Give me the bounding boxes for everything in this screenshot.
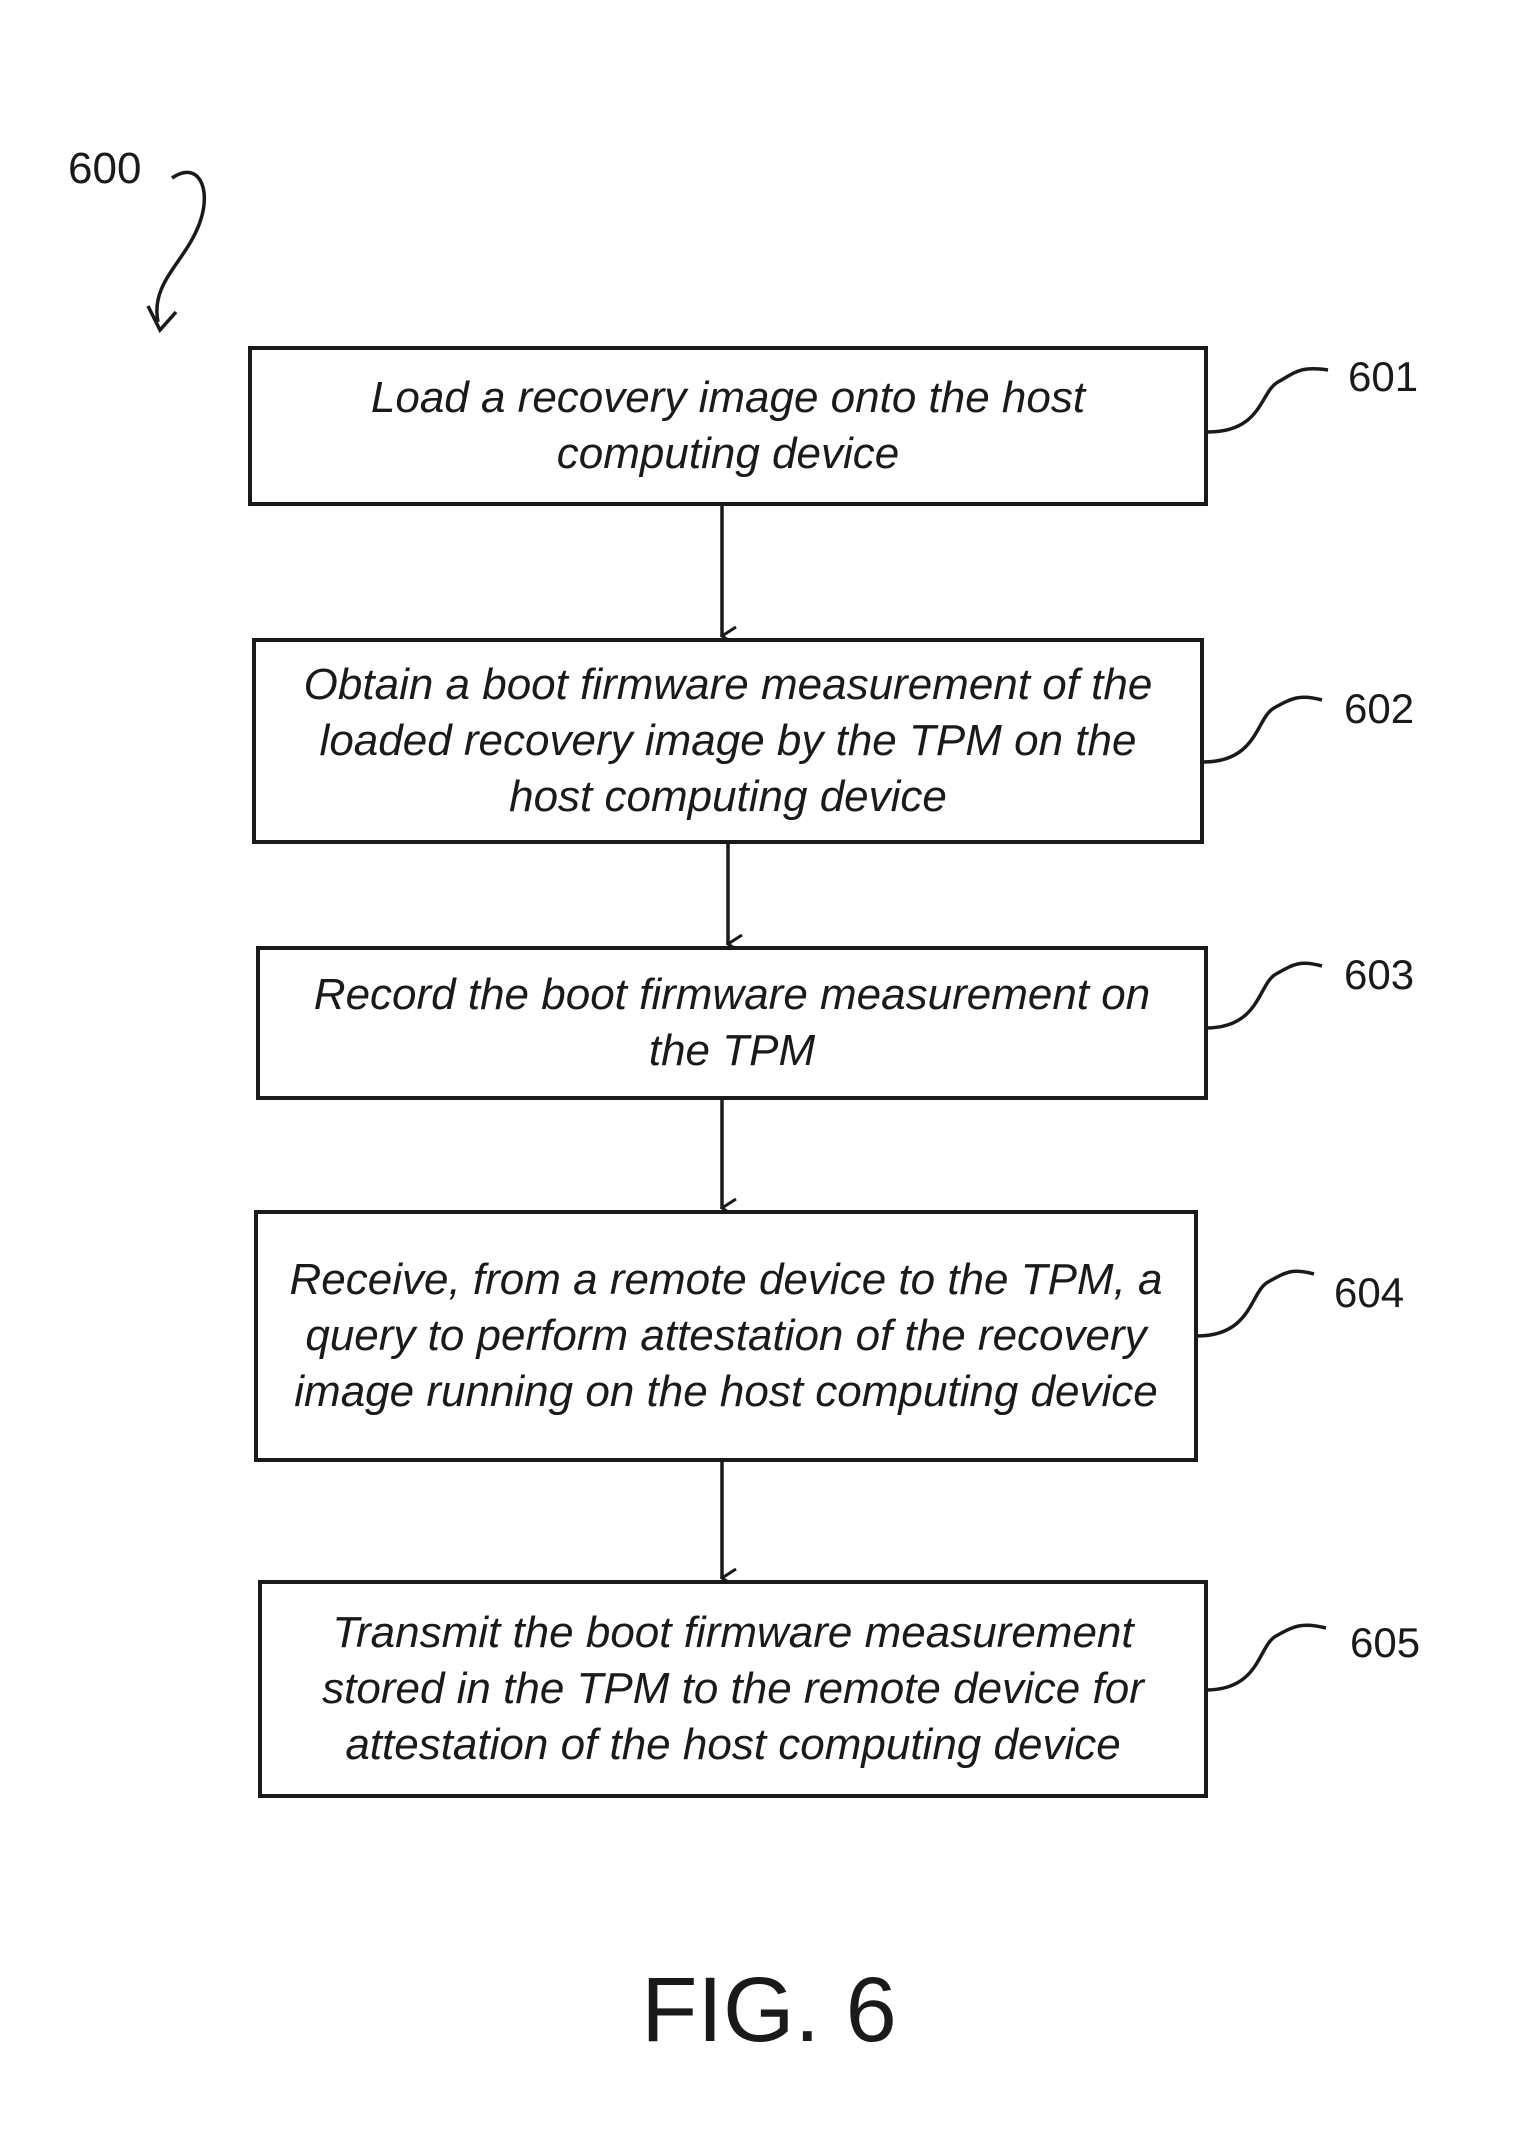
ref-label-603: 603 bbox=[1344, 952, 1414, 998]
step-text-603: Record the boot firmware measurement on … bbox=[288, 967, 1176, 1079]
leader-605 bbox=[1206, 1625, 1326, 1690]
leader-602 bbox=[1203, 697, 1322, 762]
leader-601 bbox=[1208, 369, 1328, 432]
figure-title: FIG. 6 bbox=[0, 1960, 1538, 2060]
step-box-605: Transmit the boot firmware measurement s… bbox=[258, 1580, 1208, 1798]
step-text-602: Obtain a boot firmware measurement of th… bbox=[284, 657, 1172, 825]
ref-label-604: 604 bbox=[1334, 1270, 1404, 1316]
ref-label-601: 601 bbox=[1348, 354, 1418, 400]
ref-label-602: 602 bbox=[1344, 686, 1414, 732]
step-box-604: Receive, from a remote device to the TPM… bbox=[254, 1210, 1198, 1462]
figure-number: 600 bbox=[68, 146, 141, 192]
leader-604 bbox=[1197, 1271, 1314, 1336]
step-box-601: Load a recovery image onto the host comp… bbox=[248, 346, 1208, 506]
figure-pointer-arrow bbox=[157, 172, 204, 322]
figure-pointer-arrowhead bbox=[148, 306, 176, 330]
ref-label-605: 605 bbox=[1350, 1620, 1420, 1666]
step-text-601: Load a recovery image onto the host comp… bbox=[280, 370, 1176, 482]
step-box-602: Obtain a boot firmware measurement of th… bbox=[252, 638, 1204, 844]
leader-603 bbox=[1206, 963, 1322, 1028]
step-text-605: Transmit the boot firmware measurement s… bbox=[290, 1605, 1176, 1773]
step-box-603: Record the boot firmware measurement on … bbox=[256, 946, 1208, 1100]
step-text-604: Receive, from a remote device to the TPM… bbox=[286, 1252, 1166, 1420]
